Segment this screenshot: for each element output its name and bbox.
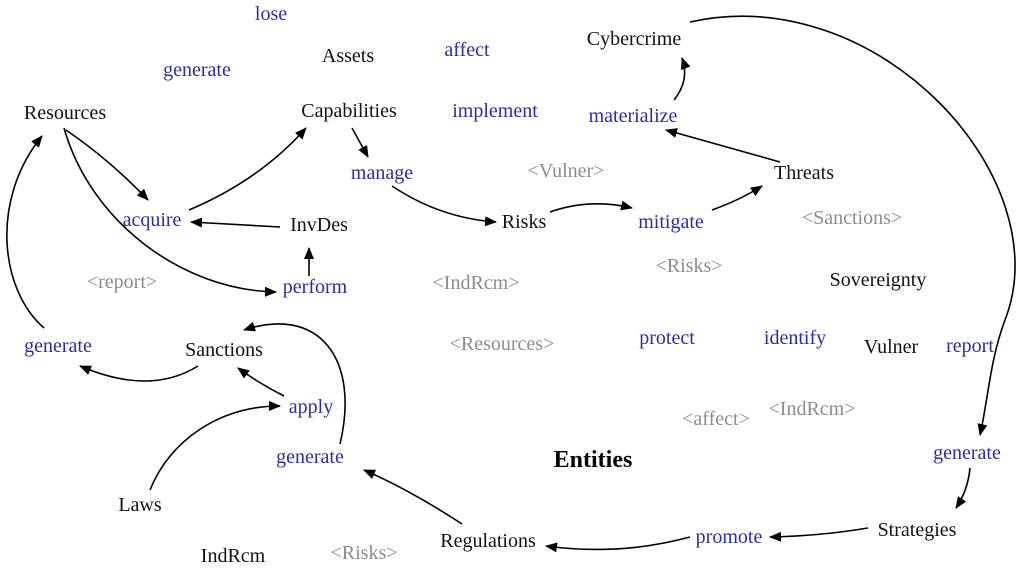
shadow-variable-risks-bottom: <Risks>: [330, 542, 398, 564]
variable-indrcm: IndRcm: [200, 545, 266, 567]
variable-strategies: Strategies: [877, 519, 957, 541]
variable-threats: Threats: [774, 162, 834, 184]
arrow-laws-to-apply: [149, 401, 281, 491]
variable-materialize: materialize: [588, 105, 678, 127]
arrow-regulations-to-generate-mid: [363, 469, 463, 525]
variable-risks: Risks: [501, 211, 547, 233]
arrow-apply-to-sanctions: [237, 367, 285, 397]
shadow-variable-affect: <affect>: [682, 408, 750, 430]
variable-sanctions: Sanctions: [185, 339, 263, 361]
variable-identify: identify: [763, 327, 827, 349]
variable-lose: lose: [254, 3, 288, 25]
shadow-variable-sanctions: <Sanctions>: [801, 207, 903, 229]
arrow-resources-to-perform: [63, 127, 277, 297]
variable-laws: Laws: [118, 494, 162, 516]
variable-assets: Assets: [321, 45, 375, 67]
arrow-threats-to-materialize: [665, 128, 781, 163]
variable-regulations: Regulations: [440, 530, 536, 552]
variable-generate-mid: generate: [276, 446, 344, 468]
variable-apply: apply: [288, 396, 334, 418]
arrow-generate-right-to-strategies: [955, 467, 971, 509]
arrow-cybercrime-to-generate-right: [689, 15, 1016, 436]
arrow-sanctions-to-generate-left: [79, 365, 199, 382]
variable-manage: manage: [350, 162, 414, 184]
variable-generate-right: generate: [933, 442, 1001, 464]
variable-sovereignty: Sovereignty: [829, 269, 927, 291]
arrow-generate-mid-to-sanctions: [243, 321, 346, 445]
arrow-capabilities-to-manage: [351, 127, 369, 158]
arrow-manage-to-risks: [391, 185, 497, 227]
variable-vulner: Vulner: [863, 336, 919, 358]
shadow-variable-indrcm-mid: <IndRcm>: [432, 272, 520, 294]
variable-invdes: InvDes: [290, 214, 348, 236]
variable-promote: promote: [695, 526, 763, 548]
variable-affect: affect: [444, 39, 490, 61]
arrow-risks-to-mitigate: [549, 200, 633, 213]
arrow-mitigate-to-threats: [711, 185, 763, 211]
arrow-materialize-to-cybercrime: [673, 57, 691, 101]
arrow-strategies-to-promote: [769, 527, 869, 542]
variable-perform: perform: [282, 276, 348, 298]
variable-capabilities: Capabilities: [301, 100, 397, 122]
arrow-generate-left-to-resources: [6, 135, 45, 329]
variable-mitigate: mitigate: [638, 211, 704, 233]
shadow-variable-risks-mid: <Risks>: [655, 255, 723, 277]
shadow-variable-resources: <Resources>: [449, 333, 555, 355]
shadow-variable-report: <report>: [86, 271, 158, 293]
variable-implement: implement: [452, 100, 538, 122]
arrow-resources-to-acquire: [65, 129, 149, 201]
variable-acquire: acquire: [122, 209, 182, 231]
shadow-variable-vulner: <Vulner>: [527, 160, 605, 182]
arrow-invdes-to-acquire: [190, 217, 281, 228]
shadow-variable-indrcm-right: <IndRcm>: [768, 398, 856, 420]
variable-cybercrime: Cybercrime: [586, 28, 682, 50]
variable-generate-left: generate: [24, 335, 92, 357]
variable-entities: Entities: [553, 447, 633, 473]
variable-generate-top: generate: [163, 59, 231, 81]
arrow-acquire-to-capabilities: [188, 127, 307, 211]
arrow-promote-to-regulations: [545, 536, 691, 553]
variable-resources: Resources: [23, 102, 107, 124]
variable-protect: protect: [639, 327, 695, 349]
variable-report: report: [946, 335, 994, 357]
